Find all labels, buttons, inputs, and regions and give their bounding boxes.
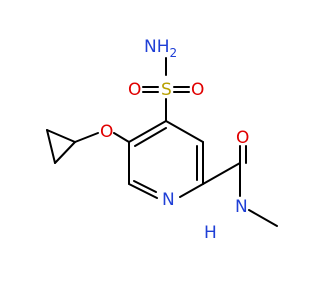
atom-oxygen-s-left: O: [128, 80, 141, 100]
bond-cp-3: [54, 141, 76, 164]
atom-ether-oxygen: O: [100, 122, 113, 142]
atom-amide-nitrogen: N: [235, 197, 248, 217]
bond-c2-n1: [179, 183, 204, 198]
atom-sulfur: S: [161, 80, 172, 100]
atom-amide-hydrogen: H: [204, 223, 217, 243]
atom-oxygen-s-right: O: [191, 80, 204, 100]
atom-carbonyl-oxygen: O: [236, 128, 249, 148]
bond-c5-c4: [128, 120, 167, 143]
bond-n1-c6: [128, 183, 158, 199]
molecule-structure: NH2 S O O O N O N H: [46, 37, 278, 243]
bond-n1-c6-double: [133, 180, 157, 193]
bond-c5-oether: [113, 132, 130, 143]
atom-ring-nitrogen: N: [162, 190, 175, 210]
atom-layer: NH2 S O O O N O N H: [100, 37, 249, 243]
bond-c4-c3: [165, 120, 204, 143]
bond-cp-1: [46, 129, 76, 143]
bond-namide-ch3: [248, 209, 278, 227]
bond-c2-ccarbonyl: [202, 162, 241, 185]
bond-cp-2: [46, 129, 56, 164]
bond-c5-c4-double: [134, 127, 167, 147]
atom-nh2: NH2: [144, 37, 177, 60]
bond-oether-cp: [74, 132, 99, 143]
bond-layer: [46, 57, 278, 227]
